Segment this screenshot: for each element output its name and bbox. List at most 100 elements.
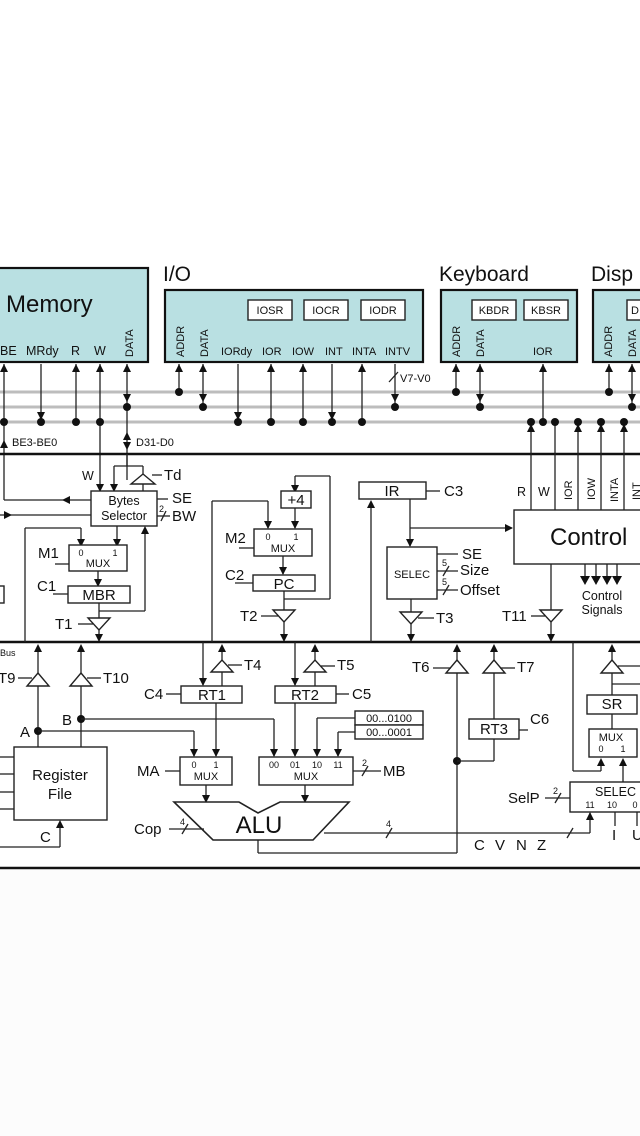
register-file-block: Register File C A B T9 T10	[0, 644, 278, 848]
t5-label: T5	[337, 657, 355, 674]
rt3-label: RT3	[480, 721, 508, 738]
port-c-label: C	[40, 829, 51, 846]
io-pin-intv: INTV	[385, 346, 411, 358]
t1-label: T1	[55, 616, 73, 633]
control-signals-label-1: Control	[582, 589, 622, 603]
rt2-label: RT2	[291, 687, 319, 704]
constant-4-label: 00...0100	[366, 713, 412, 725]
alu-block: RT1 C4 T4 RT2 C5 T5 00...0100 00...0001	[134, 642, 590, 854]
mux-b-input-11: 11	[333, 760, 342, 770]
t7-tristate-buffer	[481, 658, 507, 674]
selp-label: SelP	[508, 790, 540, 807]
offset-width: 5	[442, 577, 447, 587]
control-unit: Control R W IOR IOW INTA INT Control Sig…	[502, 418, 640, 642]
t11-tristate-buffer	[538, 609, 564, 624]
t6-tristate-buffer	[444, 658, 470, 674]
memory-device: Memory BE MRdy R W DATA	[0, 266, 150, 364]
io-register-iodr	[360, 299, 406, 321]
sr-mux	[588, 728, 638, 758]
keyboard-pin-data: DATA	[475, 329, 487, 357]
control-input-inta: INTA	[609, 477, 621, 502]
cop-label: Cop	[134, 821, 162, 838]
bottom-blank-area	[0, 870, 640, 1136]
ir-block: IR C3 SELEC SE 5 Size 5 Offset T3	[358, 481, 513, 642]
control-input-w: W	[538, 485, 550, 499]
w-signal-label: W	[82, 469, 94, 483]
increment-4	[280, 490, 312, 509]
io-register-iosr-label: IOSR	[257, 305, 284, 317]
memory-box	[0, 266, 150, 364]
display-register	[626, 299, 640, 321]
port-b-label: B	[62, 712, 72, 729]
sr-mux-label: MUX	[599, 732, 624, 744]
keyboard-device: KBDR KBSR ADDR DATA IOR	[439, 288, 579, 364]
rt1-label: RT1	[198, 687, 226, 704]
flag-c: C	[474, 837, 485, 854]
device-connections: V7-V0	[0, 364, 636, 500]
keyboard-pin-ior: IOR	[533, 346, 553, 358]
rt3-block: T6 RT3 C6 T7	[412, 644, 549, 853]
keyboard-title: Keyboard	[439, 263, 529, 286]
memory-interface: W Td Bytes Selector SE 2 BW 0	[0, 454, 197, 642]
mux-b	[258, 756, 354, 786]
be-bus-label: BE3-BE0	[12, 437, 57, 449]
register-file-label-2: File	[48, 786, 72, 803]
register-file	[13, 746, 108, 821]
memory-pin-be: BE	[0, 344, 17, 358]
flag-input-u: U	[632, 827, 640, 844]
io-pin-iordy: IORdy	[221, 346, 253, 358]
selec-se-label: SE	[462, 546, 482, 563]
system-bus	[0, 390, 640, 424]
mux2-input-0: 0	[265, 532, 270, 542]
internal-bus-label: Bus	[0, 648, 16, 658]
t6-label: T6	[412, 659, 430, 676]
size-width: 5	[442, 558, 447, 568]
io-pin-int: INT	[325, 346, 343, 358]
io-register-iocr	[303, 299, 349, 321]
bw-label: BW	[172, 508, 197, 525]
control-input-iow: IOW	[586, 477, 598, 500]
mux-b-input-00: 00	[269, 760, 279, 770]
keyboard-register-kbsr-label: KBSR	[531, 305, 561, 317]
io-register-iosr	[247, 299, 293, 321]
display-pin-addr: ADDR	[603, 326, 615, 357]
c3-label: C3	[444, 483, 463, 500]
io-title: I/O	[163, 263, 191, 286]
memory-title: Memory	[6, 291, 93, 318]
sr-mux-input-0: 0	[598, 744, 603, 754]
io-register-iocr-label: IOCR	[312, 305, 340, 317]
flag-n: N	[516, 837, 527, 854]
c1-label: C1	[37, 578, 56, 595]
selec-size-label: Size	[460, 562, 489, 579]
io-pin-addr: ADDR	[175, 326, 187, 357]
intv-bus-label: V7-V0	[400, 373, 431, 385]
keyboard-register-kbdr-label: KBDR	[479, 305, 510, 317]
sr-selec-input-10: 10	[607, 800, 617, 810]
flag-input-i: I	[612, 827, 616, 844]
display-title: Disp	[591, 263, 633, 286]
t10-tristate-buffer	[68, 671, 94, 687]
pc-block: +4 0 1 MUX M2 PC C2 T2	[211, 475, 331, 642]
selp-width: 2	[553, 786, 558, 796]
flags: C V N Z	[474, 837, 546, 854]
t11-label: T11	[502, 608, 527, 625]
mux1-label: MUX	[86, 558, 111, 570]
display-device: D ADDR DATA	[591, 288, 640, 364]
t2-label: T2	[240, 608, 258, 625]
mb-width: 2	[362, 758, 367, 768]
keyboard-register-kbsr	[523, 299, 569, 321]
io-pin-inta: INTA	[352, 346, 377, 358]
sr-block: SR MUX 0 1 SELEC 11 10 0 2 SelP I U	[508, 642, 640, 844]
sr-selec-input-0: 0	[632, 800, 637, 810]
keyboard-pin-addr: ADDR	[451, 326, 463, 357]
bw-width: 2	[159, 504, 164, 514]
mux1-input-0: 0	[78, 548, 83, 558]
ir-label: IR	[385, 483, 400, 500]
mux-a-input-0: 0	[191, 760, 196, 770]
t2-tristate-buffer	[271, 609, 297, 624]
mux2-label: MUX	[271, 543, 296, 555]
sr-selec-label: SELEC	[595, 785, 636, 799]
bytes-selector-label-1: Bytes	[108, 494, 139, 508]
selec-ir	[386, 546, 438, 600]
cop-width: 4	[180, 817, 185, 827]
